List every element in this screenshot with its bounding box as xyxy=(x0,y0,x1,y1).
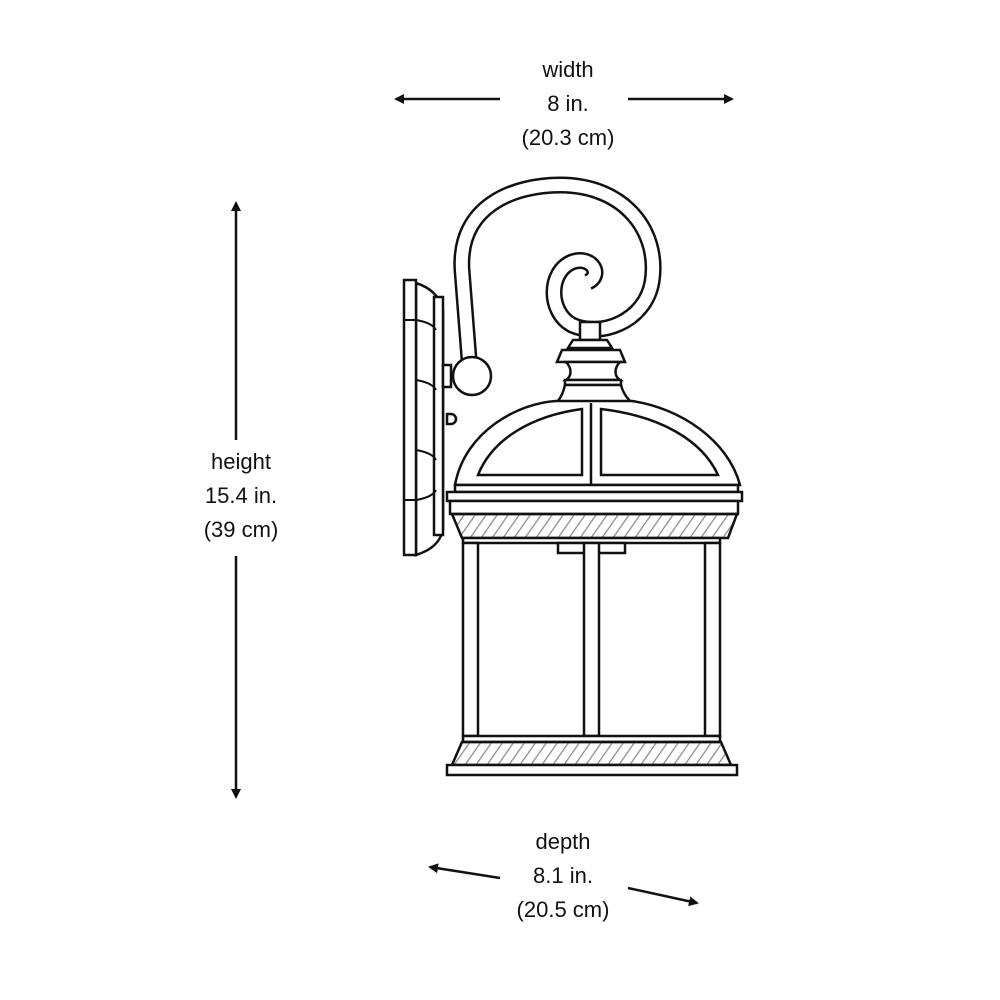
height-imperial: 15.4 in. xyxy=(204,483,278,508)
scroll-arm xyxy=(453,176,662,373)
arm-collar xyxy=(441,363,453,389)
arm-ball xyxy=(451,355,493,397)
depth-metric: (20.5 cm) xyxy=(516,897,610,922)
depth-imperial: 8.1 in. xyxy=(533,863,593,888)
dome xyxy=(445,399,744,540)
width-title: width xyxy=(542,57,594,82)
depth-arrow xyxy=(428,863,699,907)
height-label: height 15.4 in. (39 cm) xyxy=(141,445,341,547)
finial xyxy=(552,320,636,405)
width-imperial: 8 in. xyxy=(547,91,589,116)
depth-label: depth 8.1 in. (20.5 cm) xyxy=(463,825,663,927)
width-metric: (20.3 cm) xyxy=(521,125,615,150)
wall-plate xyxy=(402,278,458,557)
depth-title: depth xyxy=(535,829,591,854)
height-metric: (39 cm) xyxy=(203,517,279,542)
height-title: height xyxy=(211,449,271,474)
lantern-cage xyxy=(445,536,739,777)
width-label: width 8 in. (20.3 cm) xyxy=(468,53,668,155)
